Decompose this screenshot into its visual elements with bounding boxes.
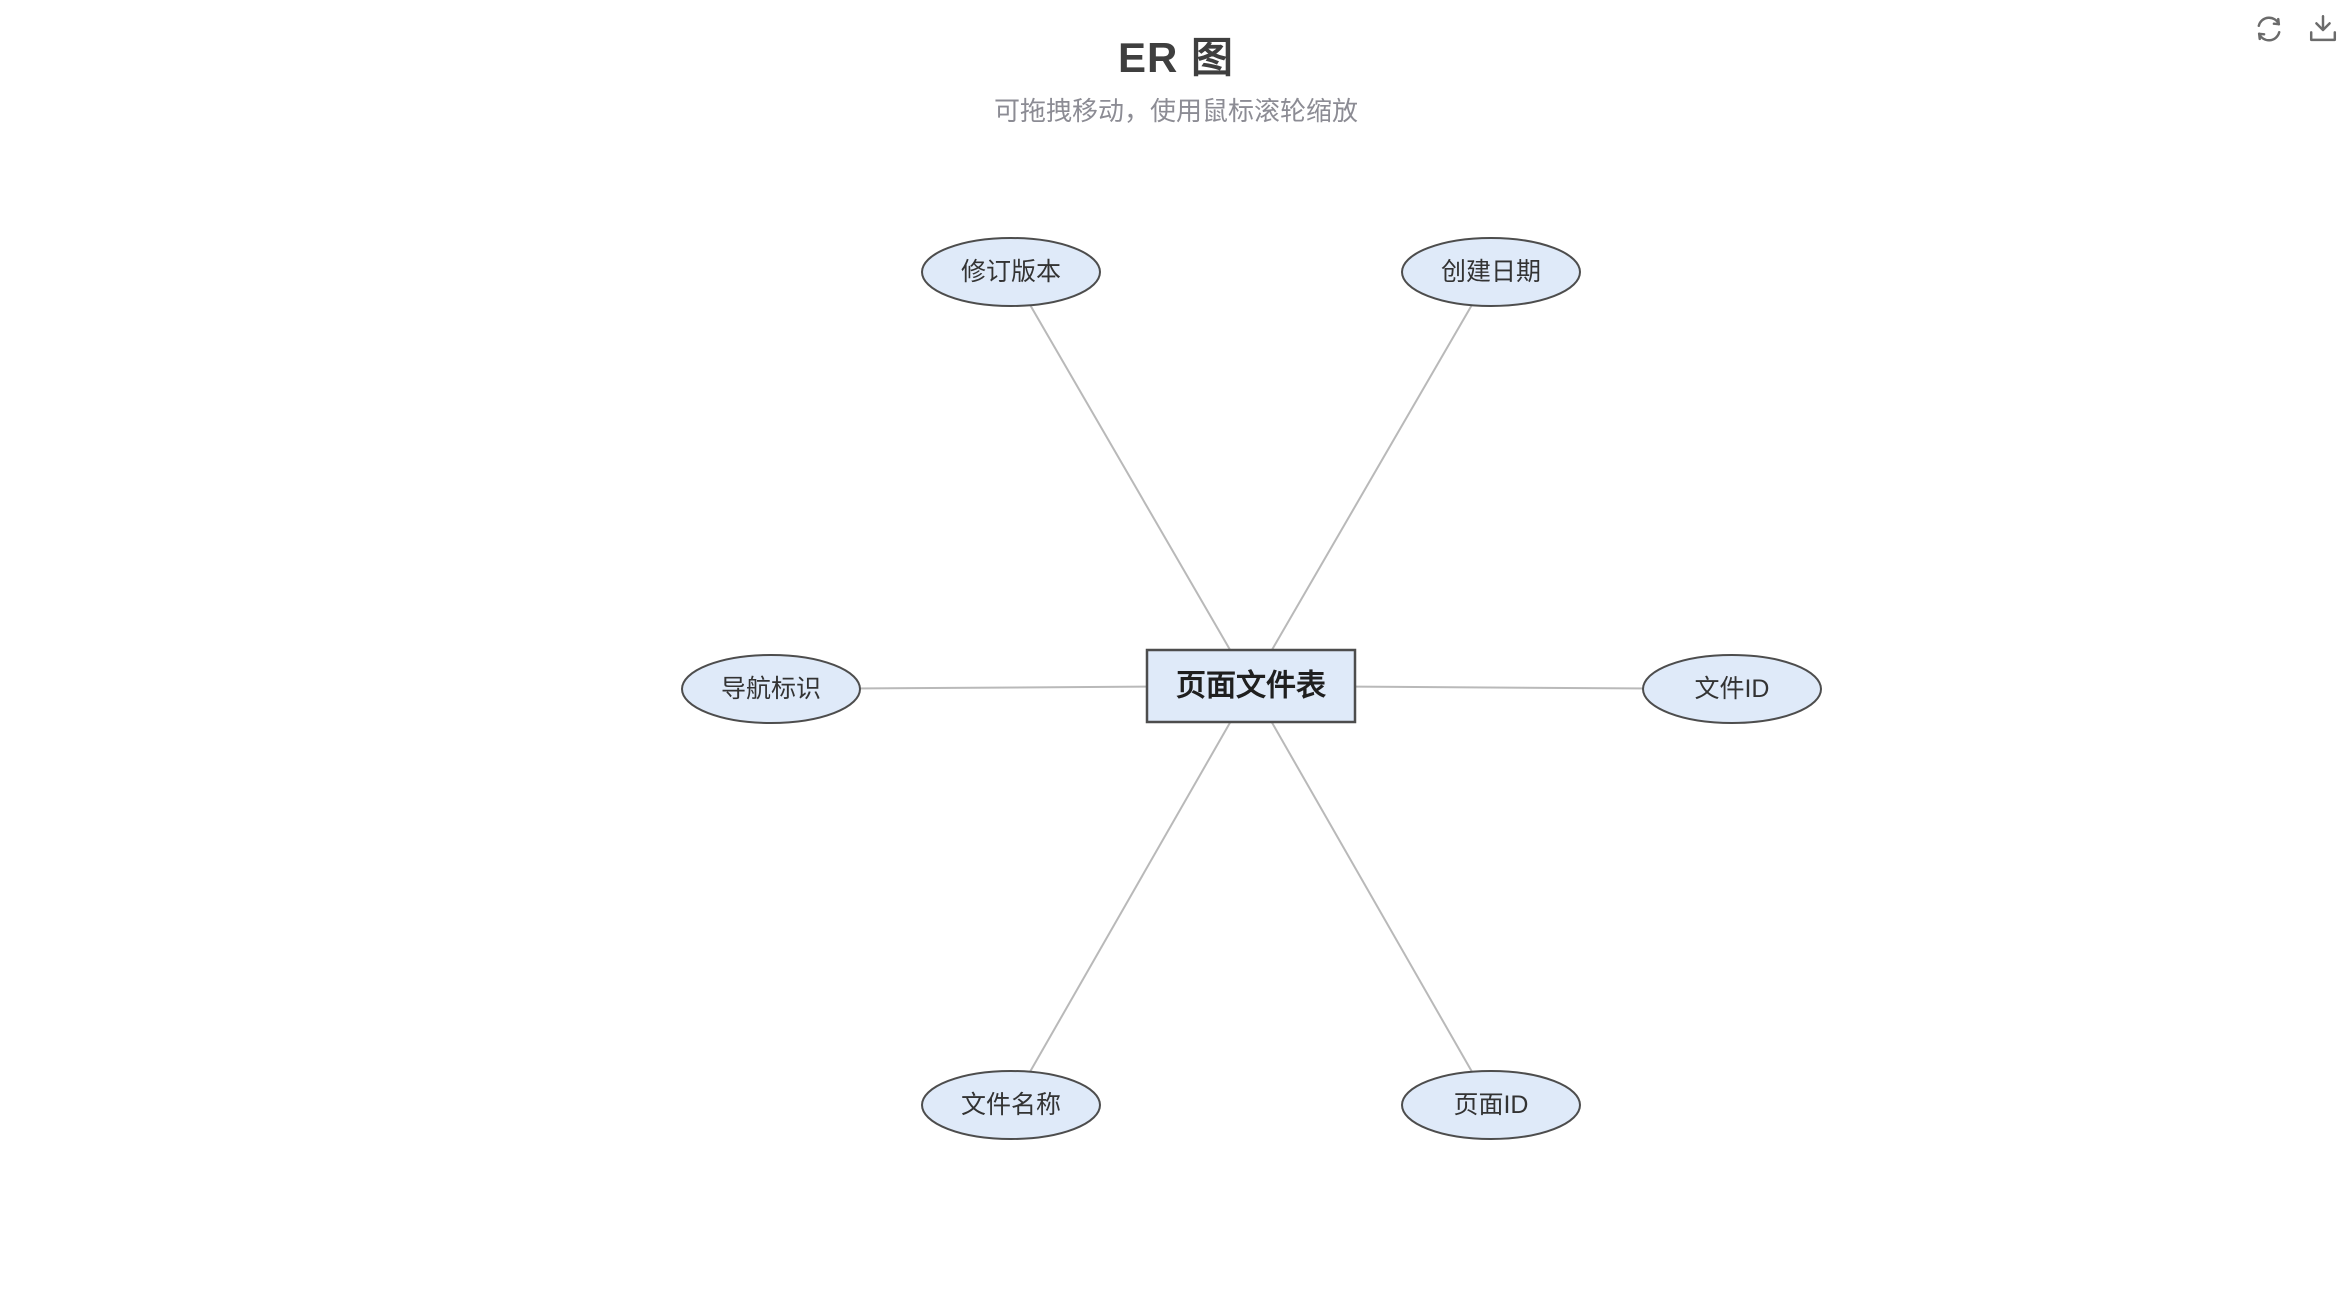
attribute-node-revision[interactable]: 修订版本: [921, 237, 1101, 307]
attribute-ellipse: [1642, 654, 1822, 724]
attribute-node-create-date[interactable]: 创建日期: [1401, 237, 1581, 307]
attribute-node-file-id[interactable]: 文件ID: [1642, 654, 1822, 724]
relationship-edge-create-date: [1250, 271, 1492, 687]
entity-rect: [1145, 648, 1357, 724]
attribute-ellipse: [1401, 1070, 1581, 1140]
relationship-edge-revision: [1010, 271, 1252, 687]
attribute-ellipse: [921, 1070, 1101, 1140]
refresh-icon: [2257, 16, 2281, 42]
relationship-edge-file-name: [1010, 685, 1252, 1106]
download-button[interactable]: [2306, 12, 2340, 46]
download-icon: [2309, 15, 2337, 42]
toolbar: [2252, 12, 2340, 46]
relationship-edge-page-id: [1250, 685, 1492, 1106]
attribute-ellipse: [681, 654, 861, 724]
entity-node-page-file-table[interactable]: 页面文件表: [1145, 648, 1357, 724]
refresh-button[interactable]: [2252, 12, 2286, 46]
attribute-node-nav-id[interactable]: 导航标识: [681, 654, 861, 724]
attribute-ellipse: [921, 237, 1101, 307]
attribute-ellipse: [1401, 237, 1581, 307]
attribute-node-page-id[interactable]: 页面ID: [1401, 1070, 1581, 1140]
attribute-node-file-name[interactable]: 文件名称: [921, 1070, 1101, 1140]
